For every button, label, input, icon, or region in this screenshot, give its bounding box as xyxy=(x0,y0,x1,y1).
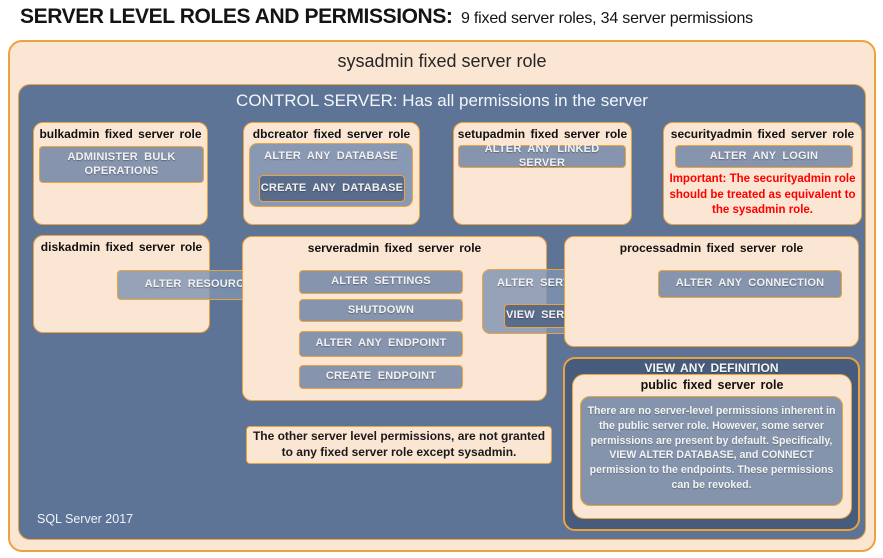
permission-administer-bulk-operations: ADMINISTER BULK OPERATIONS xyxy=(39,146,204,183)
diskadmin-role-title: diskadmin fixed server role xyxy=(40,240,203,254)
permission-alter-settings: ALTER SETTINGS xyxy=(299,270,463,294)
permission-view-any-definition: VIEW ANY DEFINITION xyxy=(644,361,779,375)
other-permissions-note: The other server level permissions, are … xyxy=(246,426,552,464)
page-title-bold: SERVER LEVEL ROLES AND PERMISSIONS: xyxy=(20,5,453,28)
securityadmin-role-box xyxy=(663,122,862,225)
control-server-title: CONTROL SERVER: Has all permissions in t… xyxy=(236,91,648,110)
bulkadmin-role-title: bulkadmin fixed server role xyxy=(39,127,202,141)
permission-alter-any-login: ALTER ANY LOGIN xyxy=(675,145,853,168)
sysadmin-role-title: sysadmin fixed server role xyxy=(337,51,547,71)
permission-alter-any-database: ALTER ANY DATABASE CREATE ANY DATABASE xyxy=(249,143,413,207)
public-role-title: public fixed server role xyxy=(640,378,784,392)
page-title-detail: 9 fixed server roles, 34 server permissi… xyxy=(460,10,753,27)
sql-server-version-label: SQL Server 2017 xyxy=(37,512,134,526)
dbcreator-role-title: dbcreator fixed server role xyxy=(252,127,411,141)
permission-alter-any-database-label: ALTER ANY DATABASE xyxy=(264,150,398,162)
serveradmin-role-title: serveradmin fixed server role xyxy=(307,241,482,255)
permission-alter-any-connection: ALTER ANY CONNECTION xyxy=(658,270,842,298)
processadmin-role-title: processadmin fixed server role xyxy=(619,241,804,255)
securityadmin-role-title: securityadmin fixed server role xyxy=(670,127,855,141)
setupadmin-role-title: setupadmin fixed server role xyxy=(457,127,628,141)
securityadmin-warning-note: Important: The securityadmin role should… xyxy=(669,173,856,217)
public-role-description: There are no server-level permissions in… xyxy=(580,396,843,506)
permission-alter-any-endpoint: ALTER ANY ENDPOINT xyxy=(299,331,463,357)
permission-create-any-database: CREATE ANY DATABASE xyxy=(259,175,405,202)
permission-alter-any-linked-server: ALTER ANY LINKED SERVER xyxy=(458,143,626,169)
setupadmin-role-box xyxy=(453,122,632,225)
permission-create-endpoint: CREATE ENDPOINT xyxy=(299,365,463,389)
page-title: SERVER LEVEL ROLES AND PERMISSIONS: 9 fi… xyxy=(20,5,870,29)
permission-shutdown: SHUTDOWN xyxy=(299,299,463,322)
